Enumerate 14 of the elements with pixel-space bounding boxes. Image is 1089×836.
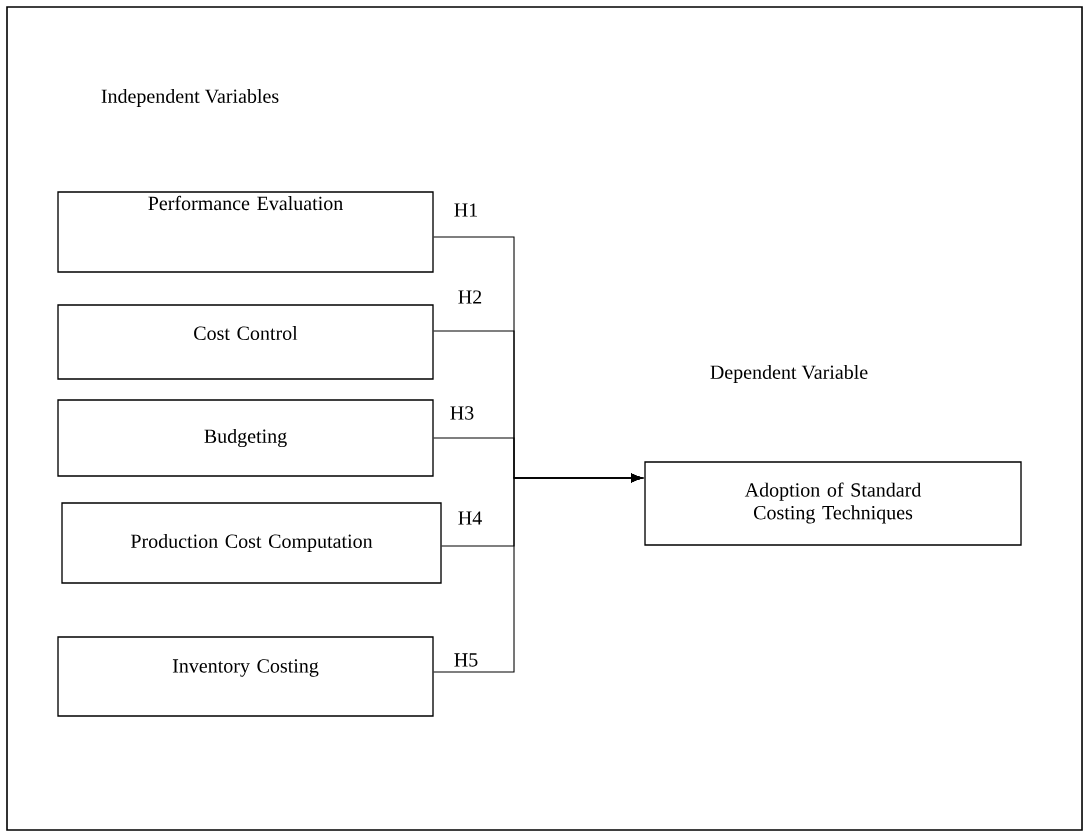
- variable-box: Production Cost Computation: [61, 502, 442, 584]
- group-heading: Dependent Variable: [710, 364, 868, 384]
- edge-label: H4: [456, 510, 484, 526]
- variable-box: Performance Evaluation: [57, 191, 434, 273]
- variable-box: Budgeting: [57, 399, 434, 477]
- variable-box: Inventory Costing: [57, 636, 434, 717]
- group-heading: Independent Variables: [101, 88, 279, 108]
- variable-box: Cost Control: [57, 304, 434, 380]
- edge-label: H2: [456, 289, 484, 305]
- edge-label: H3: [448, 404, 476, 422]
- edge-label: H5: [452, 652, 480, 668]
- connector-arrow: [433, 473, 643, 673]
- variable-box: Adoption of Standard Costing Techniques: [644, 461, 1022, 546]
- edge-label: H1: [452, 202, 480, 218]
